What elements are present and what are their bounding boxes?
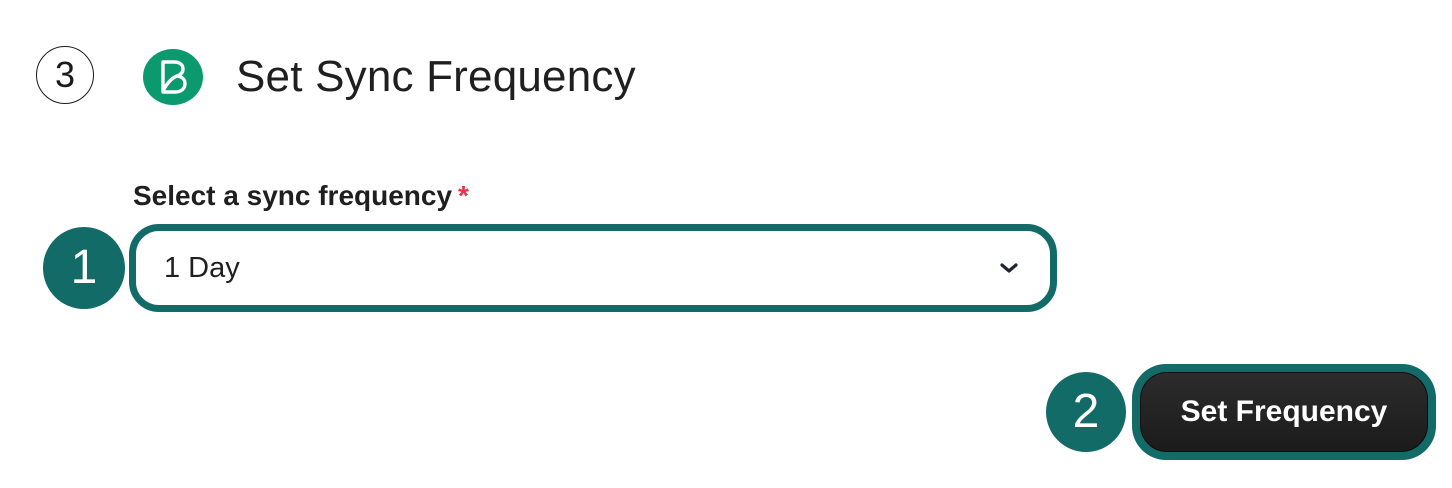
brevo-logo-icon xyxy=(143,49,203,105)
step-number: 3 xyxy=(54,54,76,95)
frequency-select[interactable]: 1 Day xyxy=(129,224,1057,312)
set-frequency-button-highlight: Set Frequency xyxy=(1132,364,1436,460)
annotation-badge-2: 2 xyxy=(1046,372,1126,452)
step-number-badge: 3 xyxy=(36,46,94,104)
frequency-label: Select a sync frequency* xyxy=(133,178,469,214)
chevron-down-icon[interactable] xyxy=(998,261,1020,275)
annotation-badge-label: 2 xyxy=(1072,385,1100,438)
annotation-badge-1: 1 xyxy=(43,227,125,309)
set-frequency-button[interactable]: Set Frequency xyxy=(1140,372,1428,452)
frequency-select-value: 1 Day xyxy=(164,251,240,284)
annotation-badge-label: 1 xyxy=(70,241,98,294)
page-title: Set Sync Frequency xyxy=(236,52,636,101)
frequency-label-text: Select a sync frequency xyxy=(133,180,453,211)
required-marker: * xyxy=(458,180,469,211)
